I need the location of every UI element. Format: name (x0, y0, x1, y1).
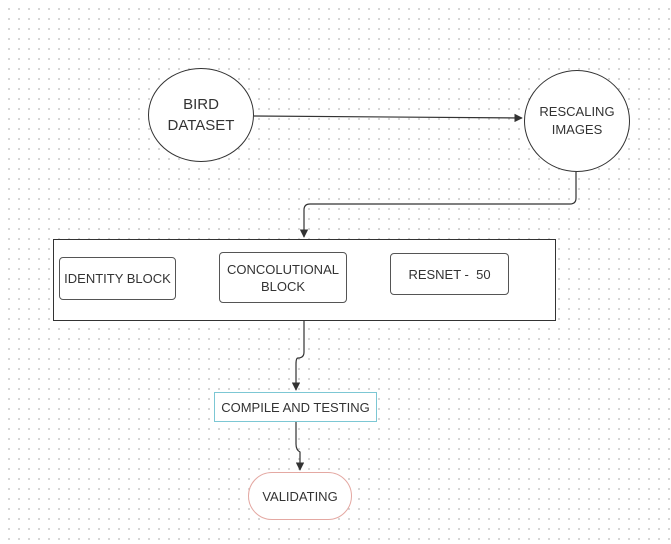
node-convolutional-block-line1: CONCOLUTIONAL (227, 261, 339, 277)
edge-rescaling-to-model (299, 172, 577, 238)
edge-compile-to-validating (295, 422, 305, 471)
node-identity-block: IDENTITY BLOCK (59, 257, 176, 300)
edge-model-to-compile (291, 321, 305, 391)
node-compile-and-testing: COMPILE AND TESTING (214, 392, 377, 422)
node-validating: VALIDATING (248, 472, 352, 520)
node-resnet-50-label: RESNET - 50 (408, 266, 491, 282)
node-convolutional-block-line2: BLOCK (260, 278, 306, 294)
edge-bird-to-rescaling (253, 113, 523, 123)
node-compile-and-testing-label: COMPILE AND TESTING (221, 399, 370, 415)
node-bird-dataset: BIRD DATASET (148, 68, 254, 162)
node-validating-label: VALIDATING (262, 488, 338, 504)
node-rescaling-images-line2: IMAGES (551, 122, 603, 137)
node-rescaling-images-line1: RESCALING (539, 104, 615, 119)
node-bird-dataset-line2: DATASET (167, 117, 235, 134)
node-resnet-50: RESNET - 50 (390, 253, 509, 295)
node-identity-block-label: IDENTITY BLOCK (64, 271, 171, 286)
node-convolutional-block: CONCOLUTIONAL BLOCK (219, 252, 347, 303)
node-rescaling-images: RESCALING IMAGES (524, 70, 630, 172)
node-bird-dataset-line1: BIRD (183, 96, 219, 113)
